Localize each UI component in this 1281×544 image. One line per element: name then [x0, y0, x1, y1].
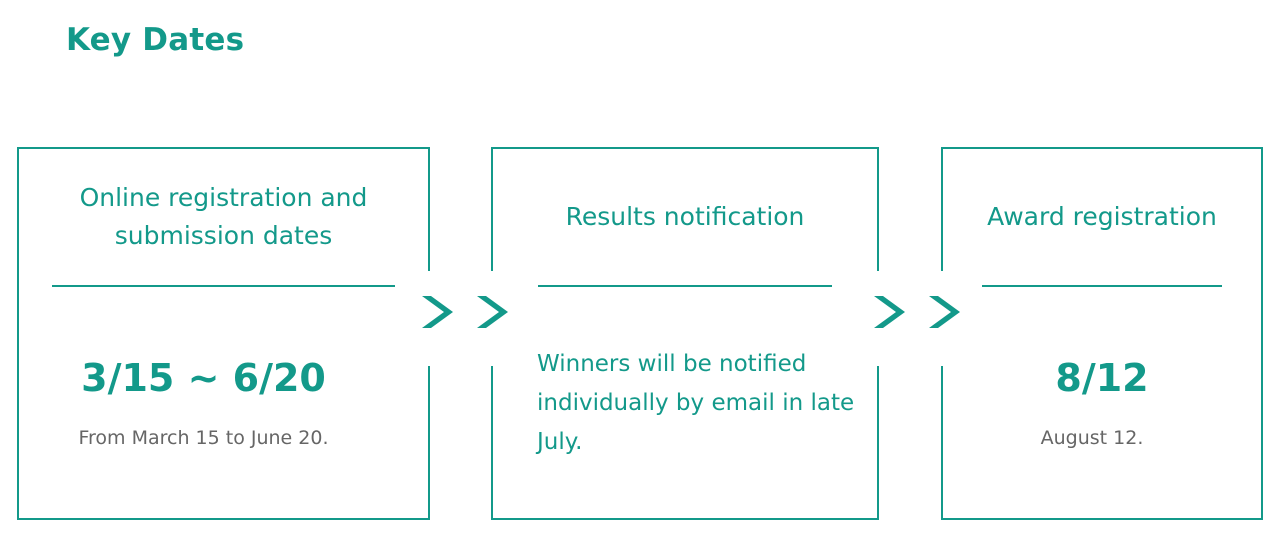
double-chevron-right-icon	[418, 292, 518, 332]
step-date-detail: From March 15 to June 20.	[78, 427, 329, 449]
step-heading-line-2: submission dates	[114, 221, 333, 250]
step-date-detail: August 12.	[1040, 427, 1144, 449]
border-gap	[875, 271, 883, 366]
step-award-registration: Award registration 8/12 August 12.	[941, 147, 1263, 520]
step-divider	[538, 285, 832, 287]
double-chevron-right-icon	[870, 292, 970, 332]
step-heading: Online registration and submission dates	[19, 149, 428, 285]
step-heading-line-1: Online registration and	[79, 183, 368, 212]
step-description: Winners will be notified individually by…	[537, 351, 855, 455]
step-divider	[52, 285, 395, 287]
step-date: 8/12	[1055, 356, 1149, 400]
step-date-range: 3/15 ~ 6/20	[81, 356, 326, 400]
page-title: Key Dates	[66, 22, 245, 58]
border-gap	[425, 271, 433, 366]
step-results-notification: Results notification Winners will be not…	[491, 147, 879, 520]
step-registration: Online registration and submission dates…	[17, 147, 430, 520]
step-divider	[982, 285, 1222, 287]
step-heading: Award registration	[987, 202, 1217, 231]
step-heading: Results notification	[565, 202, 805, 231]
